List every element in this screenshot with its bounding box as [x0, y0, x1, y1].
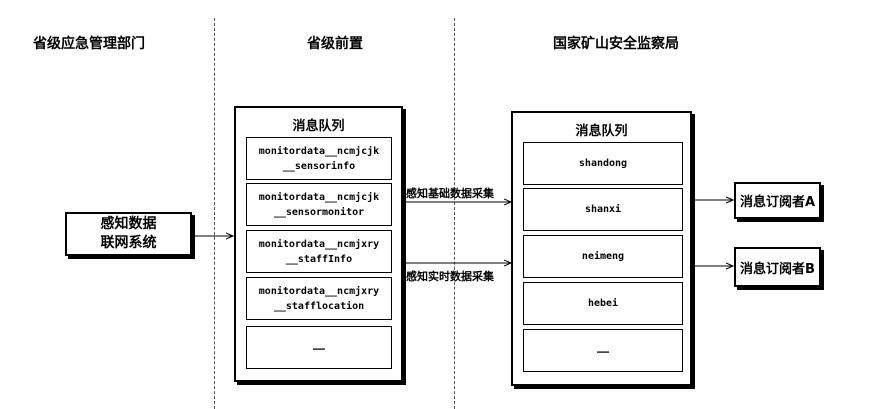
- national-queue-item: shandong: [523, 142, 683, 185]
- column-title-provincial-front: 省级前置: [307, 36, 363, 52]
- national-queue-item-label: ……: [596, 345, 610, 356]
- column-divider-left: [214, 18, 215, 409]
- front-queue-item-line2: __stafflocation: [273, 300, 365, 312]
- sensor-network-system-line1: 感知数据: [100, 216, 157, 232]
- column-divider-right: [454, 18, 455, 409]
- front-queue-item-line2: __sensorinfo: [282, 160, 356, 172]
- front-queue-item: monitordata__ncmjcjk __sensorinfo: [246, 137, 392, 180]
- front-queue-item-line2: __staffInfo: [285, 253, 353, 265]
- sensor-network-system: 感知数据 联网系统: [65, 212, 192, 256]
- front-queue-item-more: ……: [246, 326, 392, 369]
- front-queue-item-line1: ……: [312, 342, 326, 353]
- column-title-national-bureau: 国家矿山安全监察局: [553, 36, 679, 52]
- subscriber-a-label: 消息订阅者A: [739, 195, 816, 210]
- flow-label-basic: 感知基础数据采集: [406, 187, 494, 200]
- front-queue-item-line2: __sensormonitor: [273, 206, 365, 218]
- flow-label-realtime: 感知实时数据采集: [406, 270, 494, 283]
- column-title-provincial-emergency: 省级应急管理部门: [33, 36, 145, 52]
- national-queue-title: 消息队列: [575, 124, 628, 139]
- front-queue-item: monitordata__ncmjxry __stafflocation: [246, 277, 392, 320]
- sensor-network-system-line2: 联网系统: [100, 235, 157, 251]
- front-queue-title: 消息队列: [292, 119, 345, 134]
- national-queue-item: hebei: [523, 282, 683, 325]
- front-queue-item-line1: monitordata__ncmjcjk: [258, 191, 380, 203]
- subscriber-b-label: 消息订阅者B: [740, 261, 815, 277]
- front-queue-item-line1: monitordata__ncmjcjk: [258, 145, 380, 157]
- national-queue-item: shanxi: [523, 188, 683, 231]
- national-queue-item-label: shanxi: [584, 204, 622, 215]
- front-message-queue: 消息队列 monitordata__ncmjcjk __sensorinfo m…: [234, 106, 403, 382]
- front-queue-item-line1: monitordata__ncmjxry: [258, 285, 380, 297]
- front-queue-item-line1: monitordata__ncmjxry: [258, 238, 380, 250]
- national-queue-item-more: ……: [523, 329, 683, 372]
- front-queue-item: monitordata__ncmjcjk __sensormonitor: [246, 183, 392, 226]
- subscriber-b: 消息订阅者B: [734, 247, 821, 287]
- national-queue-item: neimeng: [523, 235, 683, 278]
- national-message-queue: 消息队列 shandong shanxi neimeng hebei ……: [511, 111, 692, 386]
- national-queue-item-label: shandong: [578, 158, 628, 169]
- national-queue-item-label: neimeng: [581, 251, 625, 262]
- subscriber-a: 消息订阅者A: [734, 182, 821, 219]
- national-queue-item-label: hebei: [587, 298, 619, 309]
- front-queue-item: monitordata__ncmjxry __staffInfo: [246, 230, 392, 273]
